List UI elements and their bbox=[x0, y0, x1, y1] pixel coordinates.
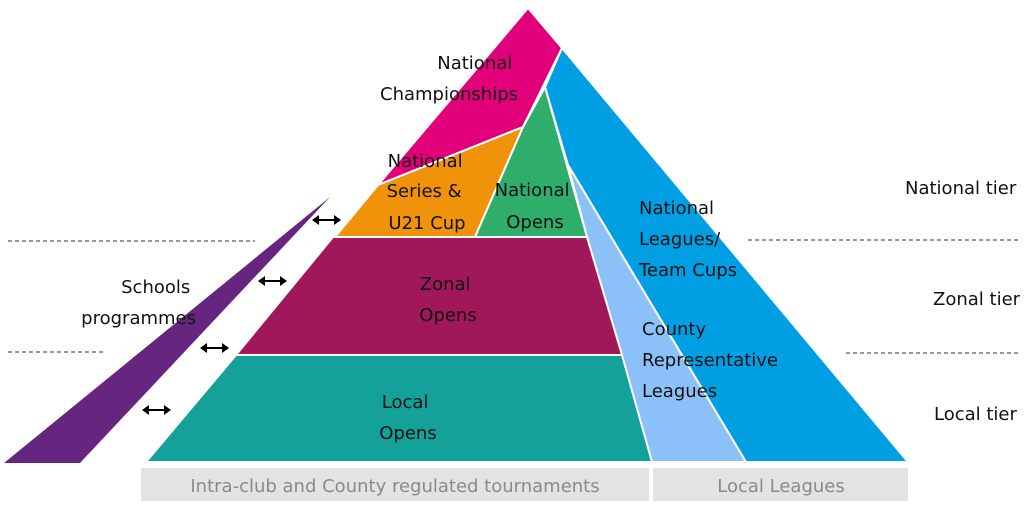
footer-label-leagues: Local Leagues bbox=[717, 476, 844, 497]
schools-wedge bbox=[4, 197, 330, 463]
zonal-opens-segment bbox=[235, 236, 623, 356]
county-leagues-label: County Representative Leagues bbox=[642, 319, 784, 402]
national-leagues-label: National Leagues/ Team Cups bbox=[638, 198, 737, 281]
footer-bar-tournaments bbox=[141, 468, 649, 501]
footer-label-tournaments: Intra-club and County regulated tourname… bbox=[190, 476, 599, 497]
schools-label: Schools programmes bbox=[81, 277, 196, 329]
double-arrow-icon bbox=[258, 276, 287, 286]
national-championships-label: National Championships bbox=[380, 53, 518, 105]
double-arrow-icon bbox=[200, 343, 229, 353]
tier-label-zonal: Zonal tier bbox=[933, 289, 1021, 310]
tier-label-local: Local tier bbox=[934, 404, 1018, 425]
local-opens-label: Local Opens bbox=[379, 392, 436, 444]
zonal-opens-label: Zonal Opens bbox=[419, 274, 476, 326]
local-opens-segment bbox=[145, 354, 653, 463]
double-arrow-icon bbox=[142, 405, 171, 415]
national-opens-label: National Opens bbox=[495, 180, 576, 233]
tier-label-national: National tier bbox=[905, 178, 1017, 199]
footer-bar-leagues bbox=[653, 468, 908, 501]
double-arrow-icon bbox=[312, 215, 341, 225]
tier-dividers bbox=[8, 239, 1020, 354]
national-series-label: National Series & U21 Cup bbox=[387, 151, 469, 234]
arrows bbox=[142, 215, 341, 415]
